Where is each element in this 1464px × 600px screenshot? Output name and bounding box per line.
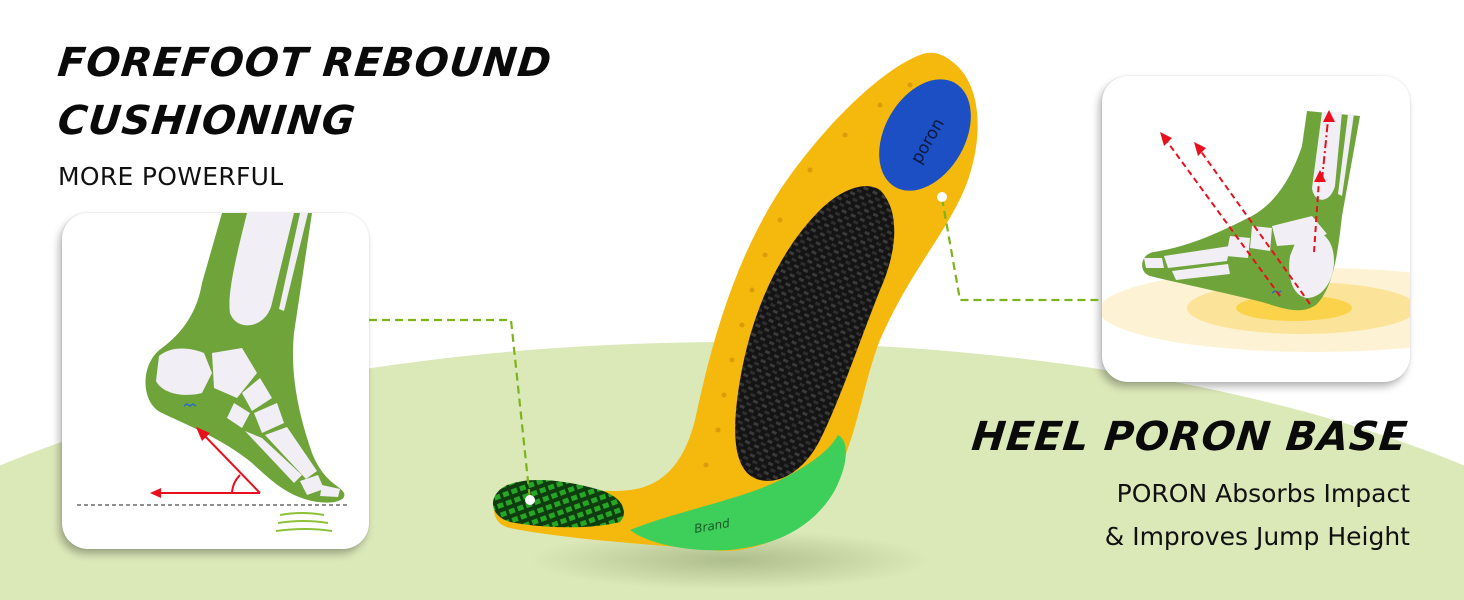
insole-product-image: poron Brand [492,52,978,590]
forefoot-mesh [492,479,624,528]
heel-diagram-card [1102,76,1410,382]
poron-heel-pad [879,79,971,191]
heel-impact-illustration [1102,110,1410,352]
product-shadow [530,530,930,590]
forefoot-subtitle: MORE POWERFUL [58,162,284,191]
underside-brand-text: Brand [693,516,731,536]
carbon-arch-plate [735,186,895,481]
insole-green-underside [630,435,846,551]
forefoot-title-line2: CUSHIONING [55,98,359,144]
heel-description-line2: & Improves Jump Height [1104,522,1410,551]
heel-description-line1: PORON Absorbs Impact [1116,479,1410,508]
heel-title: HEEL PORON BASE [969,414,1411,460]
forefoot-push-off-illustration [77,213,347,532]
insole-foam [493,52,978,551]
forefoot-diagram-card [62,213,369,549]
